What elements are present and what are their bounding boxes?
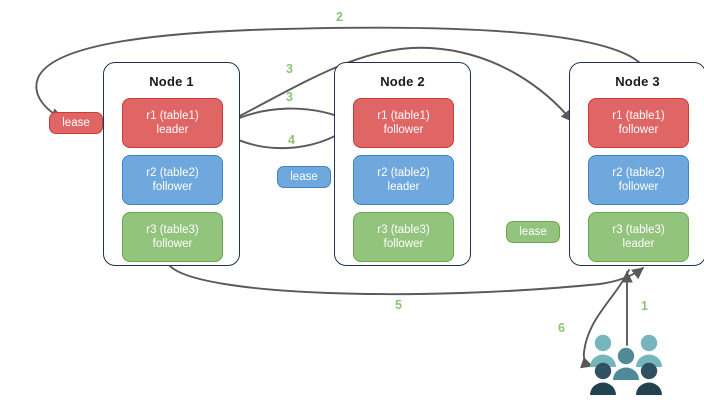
edge-step-5 (169, 265, 644, 296)
people-group-icon (590, 334, 662, 395)
step-label-3-lower: 3 (286, 90, 293, 104)
replica-role: follower (152, 181, 193, 193)
node-title: Node 2 (380, 74, 425, 89)
lease-label: lease (519, 226, 547, 238)
replica-id: r1 (table1) (377, 110, 430, 122)
replica-r1-node1[interactable]: r1 (table1) leader (122, 98, 223, 148)
replica-r3-node2[interactable]: r3 (table3) follower (353, 212, 454, 262)
replica-id: r3 (table3) (377, 224, 430, 236)
step-label-1: 1 (641, 299, 648, 313)
node-container-1[interactable]: Node 1 r1 (table1) leader r2 (table2) fo… (103, 62, 240, 266)
replica-id: r1 (table1) (612, 110, 665, 122)
replica-r1-node3[interactable]: r1 (table1) follower (588, 98, 689, 148)
lease-label: lease (290, 171, 318, 183)
replica-id: r3 (table3) (612, 224, 665, 236)
replica-r3-node1[interactable]: r3 (table3) follower (122, 212, 223, 262)
replica-role: follower (383, 238, 424, 250)
replica-id: r2 (table2) (146, 167, 199, 179)
replica-r2-node3[interactable]: r2 (table2) follower (588, 155, 689, 205)
node-title: Node 3 (615, 74, 660, 89)
step-label-6: 6 (558, 321, 565, 335)
lease-badge-r3[interactable]: lease (506, 221, 560, 243)
step-label-3-upper: 3 (286, 62, 293, 76)
lease-badge-r1[interactable]: lease (49, 112, 103, 134)
node-container-3[interactable]: Node 3 r1 (table1) follower r2 (table2) … (569, 62, 704, 266)
replica-role: follower (618, 124, 659, 136)
client-group[interactable] (588, 333, 664, 395)
replica-role: follower (618, 181, 659, 193)
node-container-2[interactable]: Node 2 r1 (table1) follower r2 (table2) … (334, 62, 471, 266)
step-label-2: 2 (336, 10, 343, 24)
replica-role: leader (156, 124, 189, 136)
replica-role: follower (383, 124, 424, 136)
lease-label: lease (62, 117, 90, 129)
replica-r2-node1[interactable]: r2 (table2) follower (122, 155, 223, 205)
replica-id: r2 (table2) (377, 167, 430, 179)
replica-id: r3 (table3) (146, 224, 199, 236)
step-label-4: 4 (288, 133, 295, 147)
replica-id: r1 (table1) (146, 110, 199, 122)
lease-badge-r2[interactable]: lease (277, 166, 331, 188)
node-title: Node 1 (149, 74, 194, 89)
replica-role: leader (622, 238, 655, 250)
replica-r2-node2[interactable]: r2 (table2) leader (353, 155, 454, 205)
step-label-5: 5 (395, 298, 402, 312)
replica-role: leader (387, 181, 420, 193)
replica-r1-node2[interactable]: r1 (table1) follower (353, 98, 454, 148)
replica-r3-node3[interactable]: r3 (table3) leader (588, 212, 689, 262)
replica-id: r2 (table2) (612, 167, 665, 179)
edge-step-3-node2 (221, 107, 354, 127)
replica-role: follower (152, 238, 193, 250)
